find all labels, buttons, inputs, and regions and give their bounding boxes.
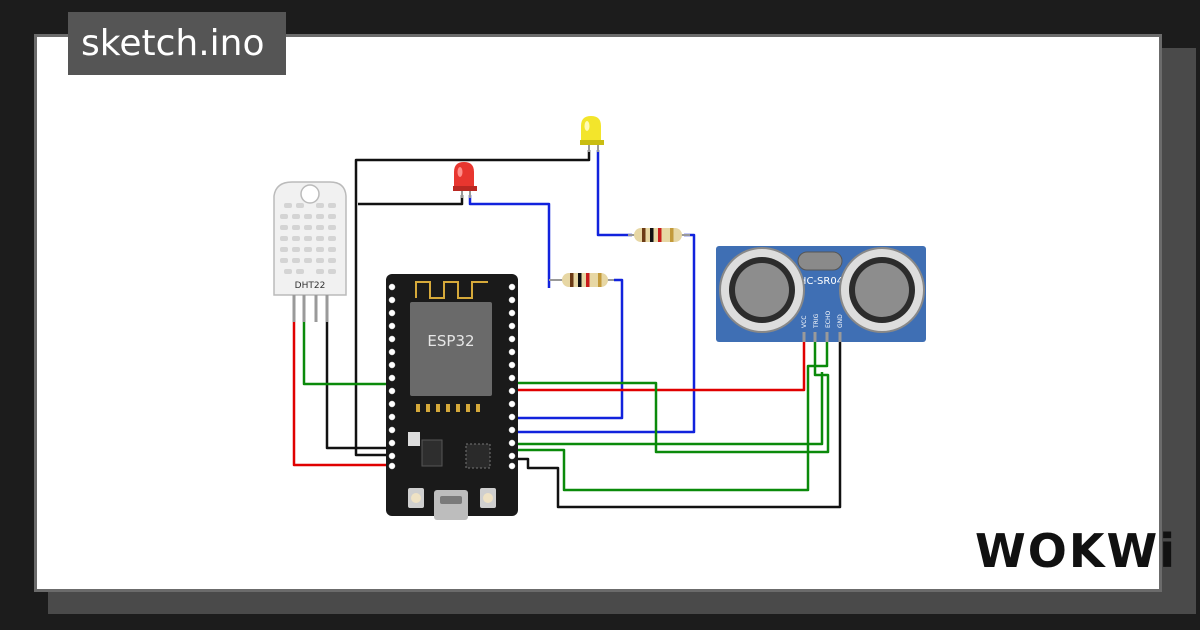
wire-blue-red-led (468, 195, 551, 288)
wire-green-sonar-trig (512, 338, 830, 454)
led-yellow[interactable] (580, 116, 604, 152)
wire-blue-resistor1 (512, 278, 624, 420)
wire-green-sonar-echo (512, 338, 829, 492)
transducer-left (719, 247, 805, 333)
esp32-pin-headers (388, 283, 516, 470)
wire-red-sonar-vcc (512, 338, 806, 392)
hc-sr04-label: HC-SR04 (799, 276, 843, 287)
pin-label-echo: ECHO (825, 311, 832, 328)
wire-blue-yellow-led (596, 150, 632, 237)
wire-black-sonar-gnd (512, 338, 842, 509)
wire-blue-resistor2 (512, 233, 696, 434)
wire-green-dht-data (302, 322, 392, 386)
wire-black-red-led (358, 195, 464, 206)
pin-label-gnd: GND (837, 314, 844, 328)
transducer-right (839, 247, 925, 333)
wire-red-dht-vcc (292, 322, 392, 467)
file-name-tab[interactable]: sketch.ino (68, 12, 286, 75)
pin-label-trig: TRIG (813, 313, 820, 329)
esp32-board[interactable]: ESP32 (386, 274, 518, 520)
wire-black-dht-gnd (325, 322, 392, 450)
esp32-label: ESP32 (427, 332, 474, 350)
dht22-sensor[interactable]: DHT22 (273, 181, 347, 322)
wire-black-yellow-led (354, 150, 591, 457)
wire-green-esp32-stub (512, 372, 824, 446)
hc-sr04-sensor[interactable]: HC-SR04 VCC TRIG ECHO GND (716, 246, 926, 342)
pin-label-vcc: VCC (801, 316, 808, 328)
dht22-label: DHT22 (295, 281, 326, 291)
led-red[interactable] (453, 162, 477, 198)
wokwi-logo: WOKWi (975, 524, 1177, 578)
resistor-2[interactable] (628, 228, 690, 242)
resistor-1[interactable] (549, 273, 614, 287)
